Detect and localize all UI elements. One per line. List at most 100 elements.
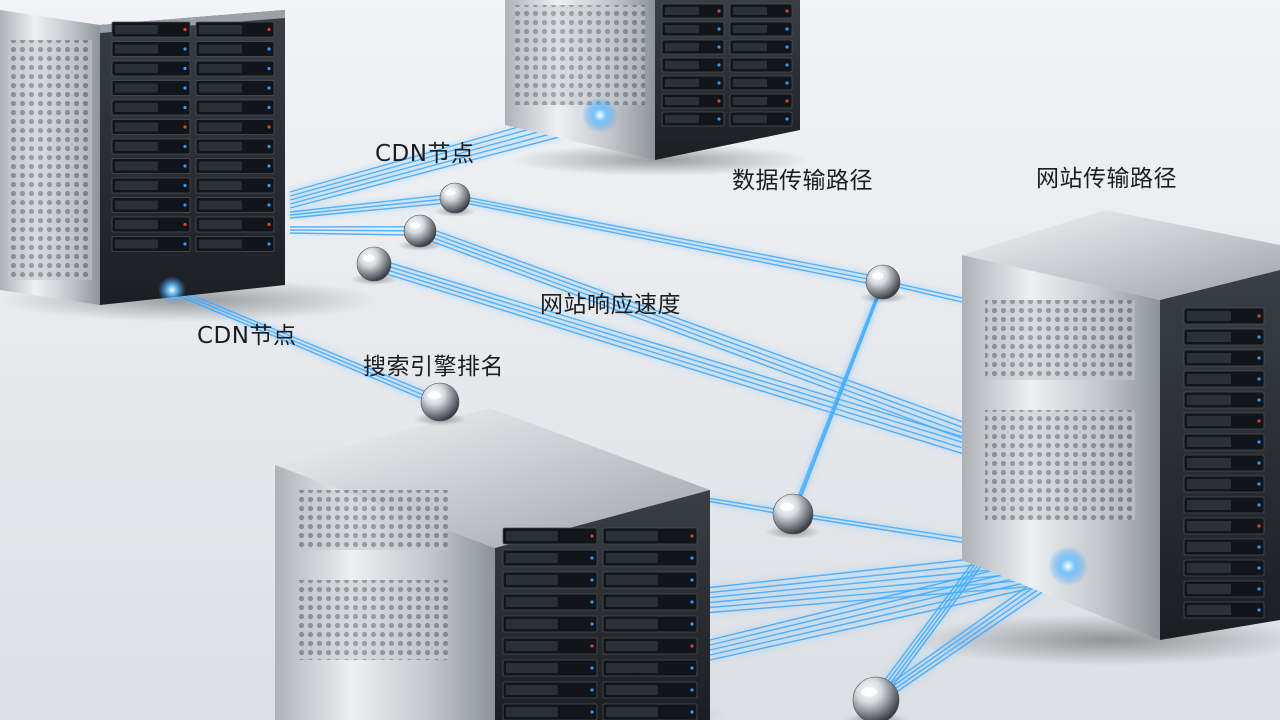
drive-slot-grille xyxy=(665,7,700,15)
drive-slot-grille xyxy=(506,619,558,629)
status-led xyxy=(183,66,187,71)
beam-line xyxy=(373,261,963,443)
status-led xyxy=(267,203,271,207)
drive-slot-grille xyxy=(665,43,700,51)
drive-slot-grille xyxy=(1187,437,1231,447)
drive-slot-grille xyxy=(606,707,658,717)
drive-slot-grille xyxy=(115,122,158,132)
drive-slot-grille xyxy=(1187,353,1231,363)
drive-slot-grille xyxy=(606,641,658,651)
status-led xyxy=(267,242,271,246)
drive-slot-grille xyxy=(506,553,558,563)
drive-slot-grille xyxy=(115,103,158,112)
status-led xyxy=(1257,587,1261,591)
node-highlight xyxy=(871,272,884,280)
status-led xyxy=(1257,419,1261,423)
beam-line xyxy=(454,197,884,283)
status-led xyxy=(717,63,721,67)
network-node-sphere xyxy=(772,493,814,535)
server-right xyxy=(962,210,1280,640)
network-nodes xyxy=(350,182,909,720)
drive-slot-grille xyxy=(1187,542,1231,552)
drive-slot-grille xyxy=(606,619,658,629)
status-led xyxy=(785,45,789,49)
beam-line xyxy=(171,289,441,403)
status-led xyxy=(1257,566,1261,570)
network-node-sphere xyxy=(403,214,437,248)
drive-slot-grille xyxy=(665,97,700,105)
drive-slot-grille xyxy=(199,239,242,249)
status-led xyxy=(717,27,721,31)
beam-line xyxy=(454,194,884,279)
network-node-sphere xyxy=(420,382,460,422)
drive-slot-grille xyxy=(506,707,558,717)
drive-slot-grille xyxy=(199,103,242,112)
status-led xyxy=(785,99,789,103)
status-led xyxy=(1257,461,1261,465)
status-led xyxy=(590,534,594,538)
status-led xyxy=(267,86,271,90)
server-top-left xyxy=(0,10,285,305)
status-led xyxy=(590,622,594,626)
status-led xyxy=(183,144,187,149)
drive-slot-grille xyxy=(506,663,558,673)
drive-slot-grille xyxy=(733,25,768,33)
drive-slot-grille xyxy=(115,161,158,171)
status-led xyxy=(183,242,187,246)
drive-slot-grille xyxy=(506,575,558,585)
beam-line xyxy=(792,511,963,539)
drive-slot-grille xyxy=(1187,311,1231,321)
network-node-sphere xyxy=(852,676,900,720)
node-highlight xyxy=(780,503,794,511)
status-led xyxy=(1257,356,1261,360)
beam-line xyxy=(289,197,456,216)
drive-slot-grille xyxy=(506,641,558,651)
beam-line xyxy=(454,200,884,287)
status-led xyxy=(785,9,789,13)
status-led xyxy=(1257,440,1261,444)
drive-slot-grille xyxy=(115,200,158,210)
beam-line xyxy=(792,514,963,543)
status-led xyxy=(785,117,789,121)
drive-slot-grille xyxy=(1187,563,1231,573)
status-led xyxy=(267,144,271,149)
drive-slot-grille xyxy=(1187,416,1231,426)
drive-slot-grille xyxy=(199,181,242,190)
status-led xyxy=(183,203,187,207)
drive-slot-grille xyxy=(1187,332,1231,342)
drive-slot-grille xyxy=(606,553,658,563)
drive-slot-grille xyxy=(506,685,558,695)
drive-slot-grille xyxy=(665,79,700,87)
beam-line xyxy=(289,193,456,213)
node-highlight xyxy=(445,189,456,196)
beam-line xyxy=(419,224,963,423)
server-bottom-center xyxy=(275,408,710,720)
network-node-sphere xyxy=(439,182,471,214)
status-led xyxy=(1257,377,1261,381)
cdn-node-label-top: CDN节点 xyxy=(375,141,475,167)
drive-slot-grille xyxy=(733,115,768,123)
drive-slot-grille xyxy=(606,531,658,541)
drive-bays xyxy=(111,21,275,252)
status-led xyxy=(183,164,187,168)
drive-slot-grille xyxy=(1187,500,1231,510)
beam-line xyxy=(171,292,441,407)
status-led xyxy=(690,666,694,670)
drive-slot-grille xyxy=(506,531,558,541)
status-led xyxy=(690,534,694,538)
status-led xyxy=(690,578,694,582)
beam-line xyxy=(792,284,884,519)
drive-slot-grille xyxy=(665,25,700,33)
status-led xyxy=(183,125,187,129)
drive-slot-grille xyxy=(1187,479,1231,489)
beam-line xyxy=(373,265,963,449)
status-led xyxy=(690,710,694,714)
website-transfer-path-label: 网站传输路径 xyxy=(1036,166,1177,192)
beam-line xyxy=(373,257,963,438)
drive-slot-grille xyxy=(199,25,242,34)
status-led xyxy=(267,105,271,110)
beam-line xyxy=(171,286,441,399)
status-led xyxy=(690,622,694,626)
